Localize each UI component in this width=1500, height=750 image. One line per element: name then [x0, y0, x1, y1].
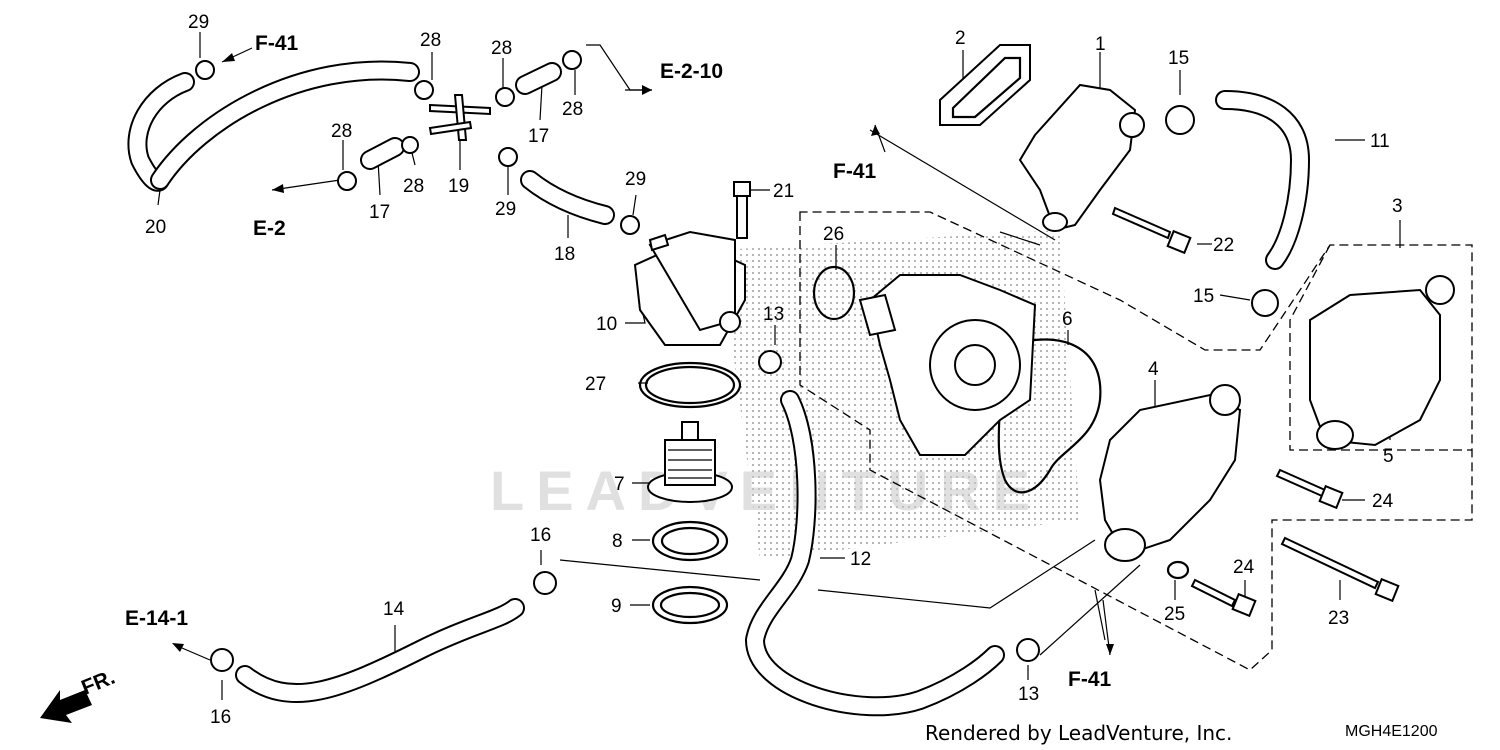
callout-24-bottom: 24: [1233, 557, 1255, 578]
callout-23: 23: [1328, 608, 1349, 629]
callout-15-mid: 15: [1193, 286, 1214, 307]
callout-8: 8: [612, 531, 623, 552]
callout-10: 10: [596, 314, 617, 335]
seals: [638, 44, 1102, 625]
callout-2: 2: [955, 28, 966, 49]
bolts: [1111, 206, 1400, 618]
hoses: [127, 60, 1310, 717]
callout-13-bottom: 13: [1018, 684, 1039, 705]
callout-12: 12: [850, 549, 871, 570]
front-label: FR.: [78, 666, 118, 700]
callout-29-b: 29: [495, 199, 516, 220]
callout-22: 22: [1213, 235, 1234, 256]
callout-5: 5: [1383, 446, 1394, 467]
callout-20: 20: [145, 217, 166, 238]
callout-28-e: 28: [403, 176, 424, 197]
callout-9: 9: [611, 596, 622, 617]
rendered-by-credit: Rendered by LeadVenture, Inc.: [925, 721, 1232, 745]
callout-28-d: 28: [331, 121, 352, 142]
ref-e2: E-2: [253, 217, 286, 240]
callout-24-right: 24: [1372, 491, 1394, 512]
callout-21: 21: [773, 181, 794, 202]
callout-14: 14: [383, 599, 405, 620]
reference-arrows: [172, 47, 1114, 661]
callout-7: 7: [614, 474, 625, 495]
joint-19: [428, 94, 491, 141]
water-outlet-1: [1018, 83, 1145, 232]
callout-25: 25: [1164, 604, 1185, 625]
callout-19: 19: [448, 176, 469, 197]
thermostat-housing: [633, 230, 746, 346]
callout-11: 11: [1370, 131, 1390, 152]
thermostat: [647, 421, 733, 503]
reference-labels: F-41 E-2-10 E-2 F-41 E-14-1 F-41: [125, 32, 1112, 691]
water-pump: [858, 274, 1037, 456]
water-outlet-3: [1309, 275, 1455, 450]
callout-17-left: 17: [369, 202, 390, 223]
ref-f41-mid: F-41: [833, 160, 877, 183]
callout-3: 3: [1392, 196, 1403, 217]
callout-26: 26: [823, 224, 844, 245]
callout-numbers: 1 2 3 4 5 6 7 8 9 10 11 12 13 13 14 15 1…: [145, 12, 1403, 728]
callout-29-a: 29: [188, 12, 209, 33]
callout-16-bottom: 16: [210, 707, 231, 728]
front-direction-arrow: FR.: [40, 666, 118, 723]
callout-1: 1: [1095, 34, 1106, 55]
clamps: [195, 50, 1279, 672]
callout-27: 27: [585, 374, 606, 395]
ref-f41-bottom: F-41: [1068, 668, 1112, 691]
callout-6: 6: [1062, 309, 1073, 330]
ref-e2-10: E-2-10: [660, 60, 723, 83]
callout-4: 4: [1148, 359, 1159, 380]
callout-17-right: 17: [528, 126, 549, 147]
svg-text:LEADVENTURE: LEADVENTURE: [490, 459, 1042, 522]
diagram-code: MGH4E1200: [1345, 723, 1438, 740]
ref-f41-top: F-41: [255, 32, 299, 55]
callout-28-b: 28: [491, 38, 512, 59]
callout-15-top: 15: [1168, 48, 1189, 69]
callout-18: 18: [554, 244, 575, 265]
callout-28-a: 28: [420, 30, 441, 51]
callout-13-top: 13: [763, 304, 784, 325]
callout-29-c: 29: [625, 169, 646, 190]
assembly-frames: [799, 211, 1473, 671]
callout-28-c: 28: [562, 99, 583, 120]
bolt-21: [733, 181, 751, 239]
water-outlet-4: [1098, 384, 1242, 562]
ref-e14-1: E-14-1: [125, 607, 188, 630]
callout-16-top: 16: [530, 525, 551, 546]
